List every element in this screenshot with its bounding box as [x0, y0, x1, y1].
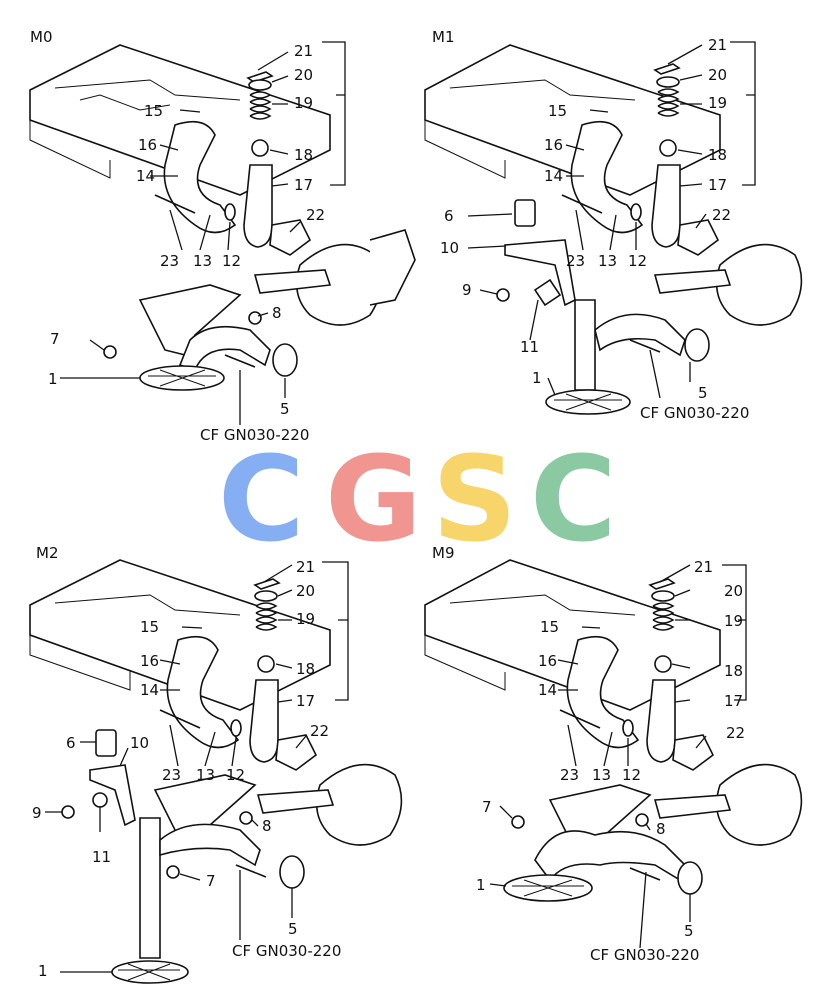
part-number-label: 23: [160, 252, 179, 270]
part-number-label: 5: [698, 384, 708, 402]
part-number-label: 14: [140, 681, 159, 699]
part-number-label: 13: [592, 766, 611, 784]
part-number-label: 17: [294, 176, 313, 194]
part-number-label: 9: [32, 804, 42, 822]
part-number-label: 22: [726, 724, 745, 742]
part-number-label: 18: [296, 660, 315, 678]
watermark-letter: C: [530, 430, 617, 568]
part-number-label: 7: [50, 330, 60, 348]
part-number-label: 10: [130, 734, 149, 752]
quadrant-m9: M9 21 20 19 15 18 16 14 17 22 23 13: [424, 544, 803, 964]
part-number-label: 16: [538, 652, 557, 670]
quadrant-m1: M1 21 20 19 15 18 16 14 17 6 2: [424, 28, 803, 422]
part-number-label: 15: [140, 618, 159, 636]
part-number-label: 15: [144, 102, 163, 120]
watermark-logo: C G S C: [218, 430, 617, 568]
part-number-label: 23: [560, 766, 579, 784]
part-number-label: 18: [708, 146, 727, 164]
watermark-letter: S: [432, 430, 517, 568]
part-number-label: 12: [628, 252, 647, 270]
part-number-label: 1: [476, 876, 486, 894]
part-number-label: 15: [548, 102, 567, 120]
part-number-label: 14: [544, 167, 563, 185]
part-number-label: 20: [724, 582, 743, 600]
part-number-label: 21: [708, 36, 727, 54]
part-number-label: 12: [622, 766, 641, 784]
part-number-label: 18: [724, 662, 743, 680]
part-number-label: 10: [440, 239, 459, 257]
part-number-label: 8: [656, 820, 666, 838]
part-number-label: 21: [296, 558, 315, 576]
part-number-label: 12: [222, 252, 241, 270]
part-number-label: 20: [708, 66, 727, 84]
part-number-label: 19: [724, 612, 743, 630]
part-number-label: 22: [306, 206, 325, 224]
part-number-label: 17: [708, 176, 727, 194]
part-number-label: 1: [48, 370, 58, 388]
part-number-label: 15: [540, 618, 559, 636]
part-number-label: 6: [444, 207, 454, 225]
part-number-label: 21: [294, 42, 313, 60]
part-number-label: 14: [136, 167, 155, 185]
part-number-label: 20: [294, 66, 313, 84]
part-number-label: 16: [140, 652, 159, 670]
part-number-label: 23: [162, 766, 181, 784]
part-number-label: 17: [724, 692, 743, 710]
part-number-label: 16: [544, 136, 563, 154]
part-number-label: 11: [92, 848, 111, 866]
part-number-label: 22: [310, 722, 329, 740]
part-number-label: 16: [138, 136, 157, 154]
part-number-label: 1: [532, 369, 542, 387]
part-number-label: 12: [226, 766, 245, 784]
part-number-label: 20: [296, 582, 315, 600]
watermark-letter: C: [218, 430, 305, 568]
part-number-label: 19: [294, 94, 313, 112]
part-number-label: 7: [206, 872, 216, 890]
part-number-label: 6: [66, 734, 76, 752]
part-number-label: 8: [272, 304, 282, 322]
part-number-label: 8: [262, 817, 272, 835]
part-number-label: 13: [196, 766, 215, 784]
reference-code: CF GN030-220: [590, 946, 699, 964]
watermark-letter: G: [325, 430, 422, 568]
part-number-label: 11: [520, 338, 539, 356]
quadrant-title: M1: [432, 28, 455, 46]
part-number-label: 1: [38, 962, 48, 980]
part-number-label: 19: [708, 94, 727, 112]
part-number-label: 5: [280, 400, 290, 418]
part-number-label: 13: [598, 252, 617, 270]
quadrant-title: M0: [30, 28, 53, 46]
part-number-label: 13: [193, 252, 212, 270]
part-number-label: 5: [288, 920, 298, 938]
quadrant-title: M2: [36, 544, 59, 562]
quadrant-m2: M2 21 20 19 15 18 16 14: [29, 544, 403, 984]
part-number-label: 7: [482, 798, 492, 816]
part-number-label: 17: [296, 692, 315, 710]
quadrant-m0: M0 21 20 19 15: [29, 28, 416, 444]
reference-code: CF GN030-220: [640, 404, 749, 422]
part-number-label: 23: [566, 252, 585, 270]
part-number-label: 9: [462, 281, 472, 299]
part-number-label: 21: [694, 558, 713, 576]
quadrant-title: M9: [432, 544, 455, 562]
part-number-label: 22: [712, 206, 731, 224]
part-number-label: 14: [538, 681, 557, 699]
part-number-label: 19: [296, 610, 315, 628]
reference-code: CF GN030-220: [232, 942, 341, 960]
part-number-label: 5: [684, 922, 694, 940]
part-number-label: 18: [294, 146, 313, 164]
reference-code: CF GN030-220: [200, 426, 309, 444]
